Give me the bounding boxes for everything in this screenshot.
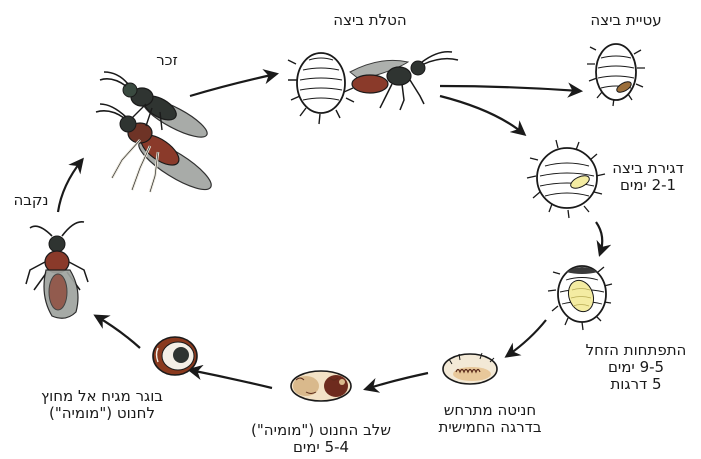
- label-larva-development: התפתחות הזחל 9-5 ימים 5 דרגות: [575, 342, 697, 393]
- label-pupa-stage: שלב החנוט ("מומיה") 5-4 ימים: [238, 422, 404, 456]
- label-female: נקבה: [6, 192, 56, 209]
- label-egg-incubation: דגירת ביצה 2-1 ימים: [598, 160, 698, 194]
- label-pupation: חניטה מתרחש בדרגה החמישית: [428, 402, 552, 436]
- label-adult-emerges: בוגר מגיח אל מחוץ לחנוט ("מומיה"): [28, 388, 176, 422]
- label-oviposition: הטלת ביצה: [320, 12, 420, 29]
- label-stung-scale: עטיית ביצה: [578, 12, 674, 29]
- label-male: זכר: [142, 52, 192, 69]
